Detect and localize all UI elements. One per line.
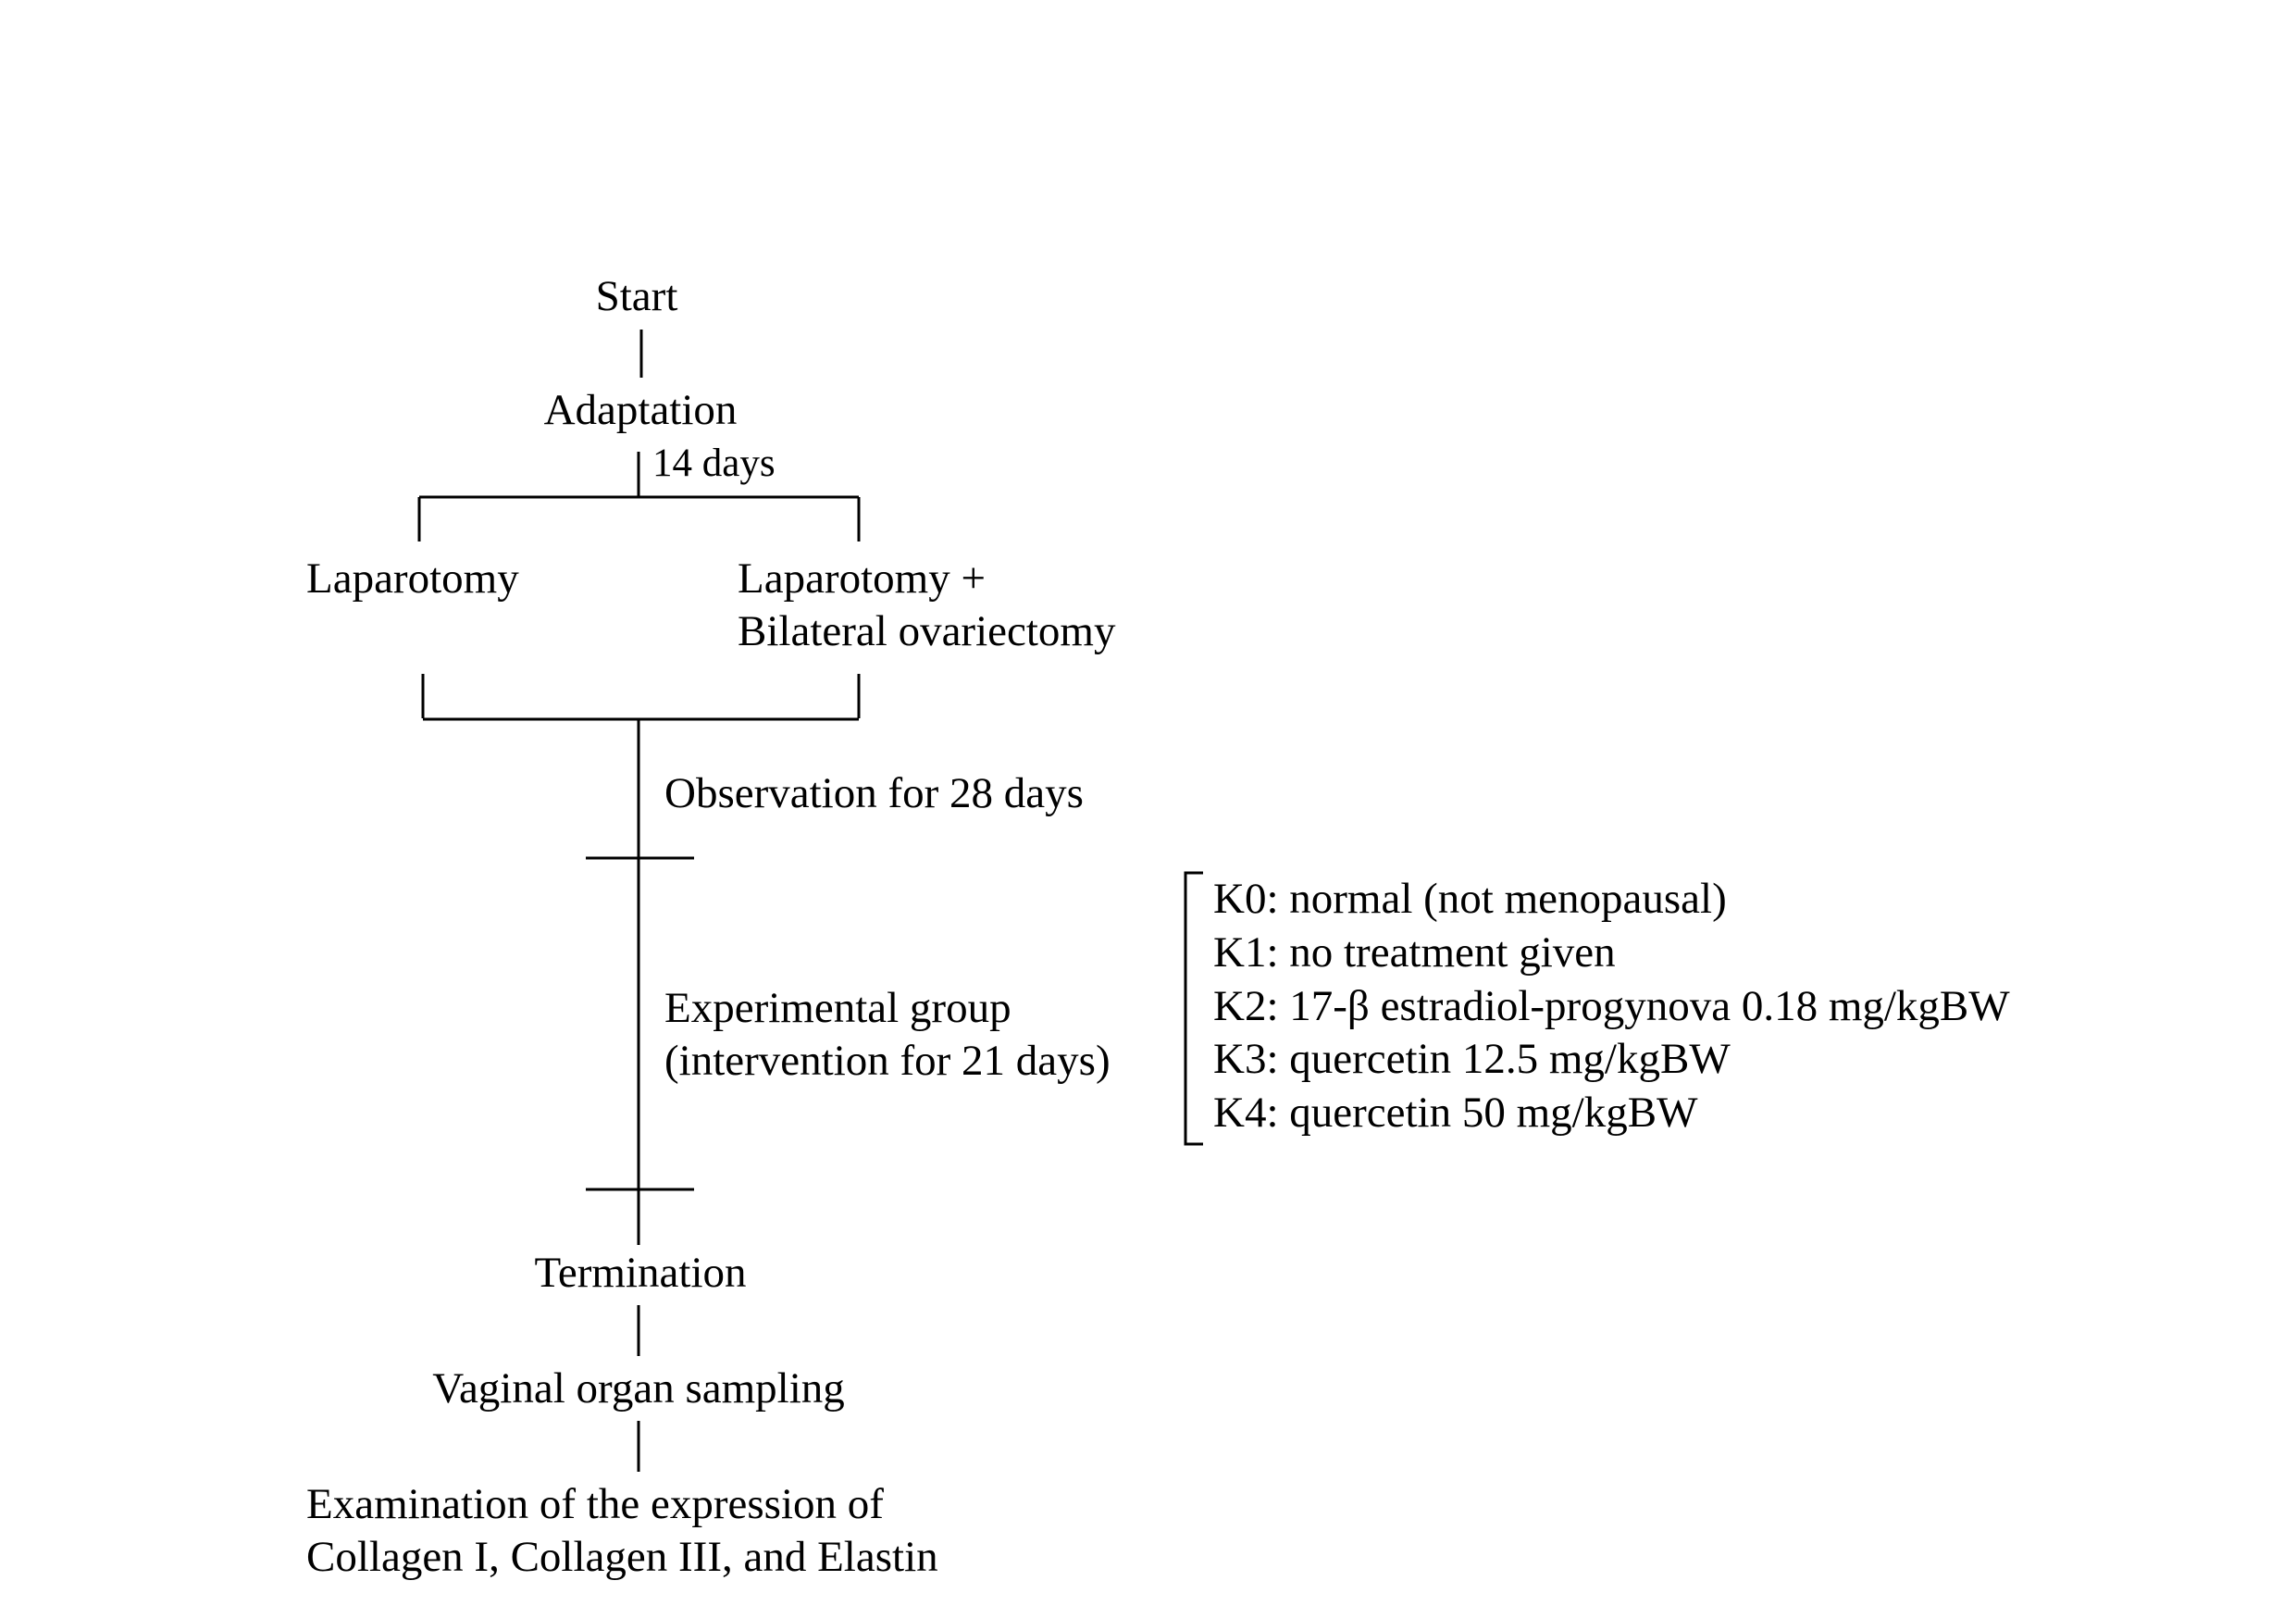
termination-label: Termination bbox=[534, 1249, 747, 1297]
ovariectomy-label-line1: Laparotomy + bbox=[738, 554, 986, 603]
group-k3: K3: quercetin 12.5 mg/kgBW bbox=[1213, 1035, 1731, 1083]
vaginal-sampling-label: Vaginal organ sampling bbox=[432, 1364, 845, 1413]
adaptation-label: Adaptation bbox=[543, 386, 738, 434]
adaptation-duration-label: 14 days bbox=[652, 442, 776, 485]
group-k0: K0: normal (not menopausal) bbox=[1213, 875, 1727, 923]
group-bracket bbox=[1184, 871, 1203, 1146]
start-label: Start bbox=[595, 272, 678, 320]
experimental-group-label-line1: Experimental group bbox=[664, 984, 1011, 1032]
group-k4: K4: quercetin 50 mg/kgBW bbox=[1213, 1089, 1698, 1137]
observation-label: Observation for 28 days bbox=[664, 769, 1084, 817]
ovariectomy-label-line2: Bilateral ovariectomy bbox=[738, 607, 1116, 655]
experimental-group-label-line2: (intervention for 21 days) bbox=[664, 1037, 1111, 1085]
group-k2: K2: 17-β estradiol-progynova 0.18 mg/kgB… bbox=[1213, 982, 2010, 1030]
laparotomy-label: Laparotomy bbox=[306, 554, 519, 603]
examination-label-line1: Examination of the expression of bbox=[306, 1480, 884, 1528]
examination-label-line2: Collagen I, Collagen III, and Elastin bbox=[306, 1533, 938, 1581]
group-k1: K1: no treatment given bbox=[1213, 928, 1616, 977]
